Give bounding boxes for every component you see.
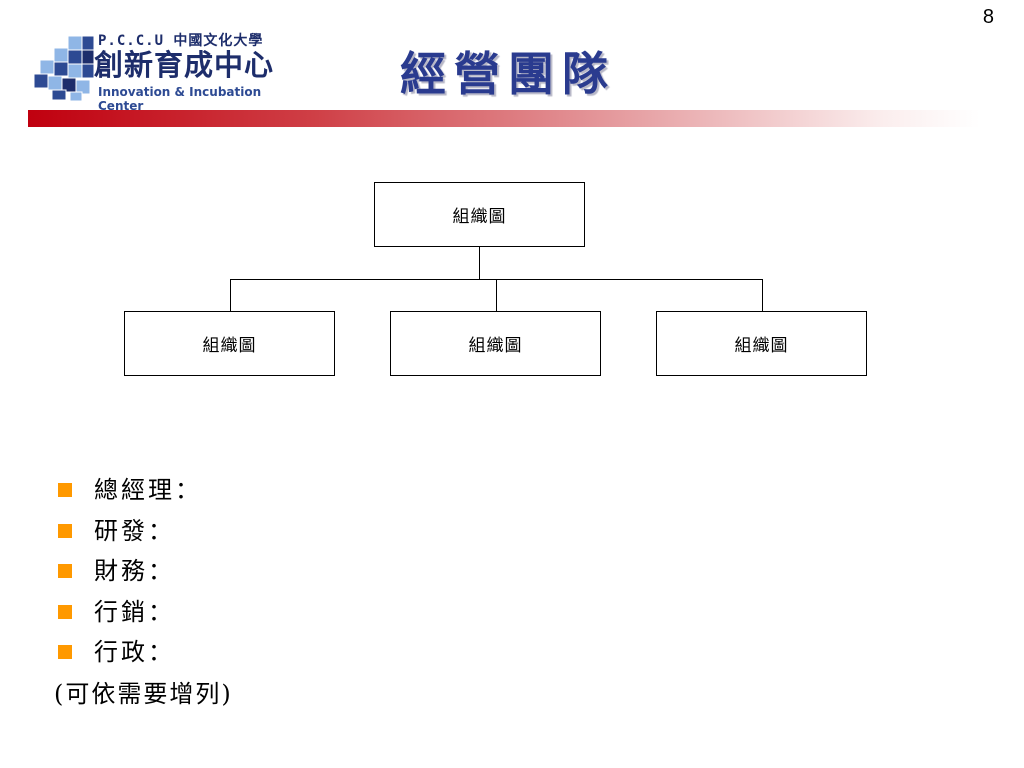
bullet-square-icon: [58, 523, 72, 538]
note-text: (可依需要增列): [54, 680, 233, 708]
org-box-child-1[interactable]: 組織圖: [124, 311, 335, 376]
page-number: 8: [982, 6, 994, 28]
bullet-item-finance: 財務：: [58, 551, 202, 592]
bullet-text: 行銷：: [94, 597, 175, 626]
bullet-text: 財務：: [94, 557, 175, 585]
bullet-item-administration: 行政：: [58, 632, 202, 673]
bullet-square-icon: [58, 604, 72, 619]
bullet-text: 總經理：: [94, 476, 202, 504]
connector-middle: [496, 279, 497, 311]
slide-title: 經營團隊: [400, 47, 616, 101]
bullet-list: 總經理： 研發： 財務： 行銷： 行政：: [58, 470, 202, 673]
logo-english-name: Innovation & Incubation Center: [98, 85, 262, 113]
connector-vertical-top: [479, 247, 480, 279]
bullet-square-icon: [58, 645, 72, 659]
bullet-text: 行政：: [94, 638, 175, 666]
org-box-child-3[interactable]: 組織圖: [656, 311, 867, 376]
logo-center-name: 創新育成中心: [94, 48, 275, 82]
connector-left: [230, 279, 231, 311]
logo: P.C.C.U 中國文化大學 創新育成中心 Innovation & Incub…: [32, 30, 302, 113]
logo-university-name: P.C.C.U 中國文化大學: [98, 33, 264, 49]
bullet-item-rd: 研發：: [58, 511, 202, 552]
bullet-item-general-manager: 總經理：: [58, 470, 202, 511]
bullet-square-icon: [58, 483, 72, 497]
bullet-text: 研發：: [94, 516, 175, 545]
cube-logo-icon: [33, 35, 95, 102]
bullet-item-marketing: 行銷：: [58, 592, 202, 633]
bullet-square-icon: [58, 564, 72, 578]
org-box-top[interactable]: 組織圖: [374, 182, 585, 247]
org-box-child-2[interactable]: 組織圖: [390, 311, 601, 376]
connector-right: [762, 279, 763, 311]
title-gradient-bar: [28, 110, 980, 127]
